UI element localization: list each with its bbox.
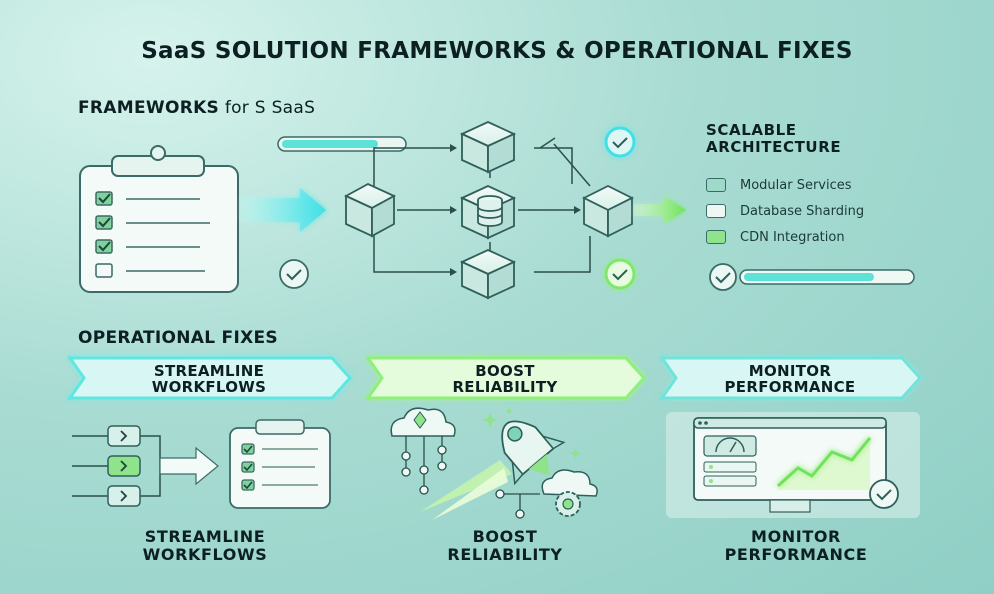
legend-label: Database Sharding: [740, 203, 865, 219]
architecture-title-line2: ARCHITECTURE: [706, 138, 842, 156]
check-circle-icon: [279, 259, 309, 289]
chevron-label-line1: MONITOR: [748, 362, 832, 380]
check-circle-icon: [604, 258, 636, 290]
legend-swatch: [706, 178, 726, 192]
chevron-streamline: [67, 356, 353, 400]
database-cube-icon: [459, 185, 517, 240]
chevron-label-streamline: STREAMLINE WORKFLOWS: [84, 363, 334, 395]
cube-icon: [581, 184, 635, 238]
bottom-label-streamline: STREAMLINE WORKFLOWS: [90, 528, 320, 564]
legend-swatch: [706, 230, 726, 244]
chevron-monitor: [659, 356, 923, 400]
workflow-steps-icon: [72, 425, 219, 507]
bottom-label-line2: PERFORMANCE: [724, 545, 868, 564]
arrow-icon: [240, 188, 326, 232]
page-title: SaaS SOLUTION FRAMEWORKS & OPERATIONAL F…: [141, 38, 853, 64]
bottom-label-line1: STREAMLINE: [144, 527, 266, 546]
monitor-dashboard-icon: [666, 412, 920, 518]
chevron-boost: [365, 356, 647, 400]
legend-item-modular: Modular Services: [706, 172, 864, 198]
clipboard-icon: [79, 145, 239, 293]
legend-item-sharding: Database Sharding: [706, 198, 864, 224]
chevron-label-line2: RELIABILITY: [452, 378, 558, 396]
chevron-label-line1: BOOST: [475, 362, 535, 380]
bottom-label-monitor: MONITOR PERFORMANCE: [676, 528, 916, 564]
bottom-label-line2: WORKFLOWS: [142, 545, 268, 564]
legend-label: CDN Integration: [740, 229, 845, 245]
checklist-clipboard-icon: [229, 419, 331, 509]
legend-label: Modular Services: [740, 177, 852, 193]
architecture-title: SCALABLE ARCHITECTURE: [706, 122, 841, 156]
bottom-label-line1: MONITOR: [751, 527, 841, 546]
cube-icon: [459, 249, 517, 300]
legend-item-cdn: CDN Integration: [706, 224, 864, 250]
cube-icon: [459, 121, 517, 174]
bottom-label-line1: BOOST: [472, 527, 538, 546]
chevron-label-line2: WORKFLOWS: [151, 378, 267, 396]
cloud-network-icon: [390, 407, 456, 495]
bottom-label-boost: BOOST RELIABILITY: [390, 528, 620, 564]
legend-swatch: [706, 204, 726, 218]
arrow-icon: [634, 196, 686, 224]
architecture-legend: Modular Services Database Sharding CDN I…: [706, 172, 864, 250]
progress-bar-icon: [277, 136, 407, 152]
chevron-label-monitor: MONITOR PERFORMANCE: [672, 363, 908, 395]
frameworks-heading-bold: FRAMEWORKS: [78, 98, 220, 118]
chevron-label-boost: BOOST RELIABILITY: [380, 363, 630, 395]
sparkle-icon: [482, 407, 581, 459]
bottom-label-line2: RELIABILITY: [447, 545, 563, 564]
check-circle-icon: [604, 126, 636, 158]
chevron-label-line2: PERFORMANCE: [724, 378, 856, 396]
progress-bar-icon: [709, 263, 915, 291]
operational-heading: OPERATIONAL FIXES: [78, 328, 278, 348]
frameworks-heading: FRAMEWORKS for S SaaS: [78, 98, 315, 118]
cube-icon: [343, 182, 397, 238]
gear-cloud-icon: [495, 469, 598, 519]
frameworks-heading-light: for S SaaS: [219, 98, 316, 118]
architecture-title-line1: SCALABLE: [706, 121, 797, 139]
chevron-label-line1: STREAMLINE: [153, 362, 265, 380]
rocket-icon: [420, 420, 566, 520]
